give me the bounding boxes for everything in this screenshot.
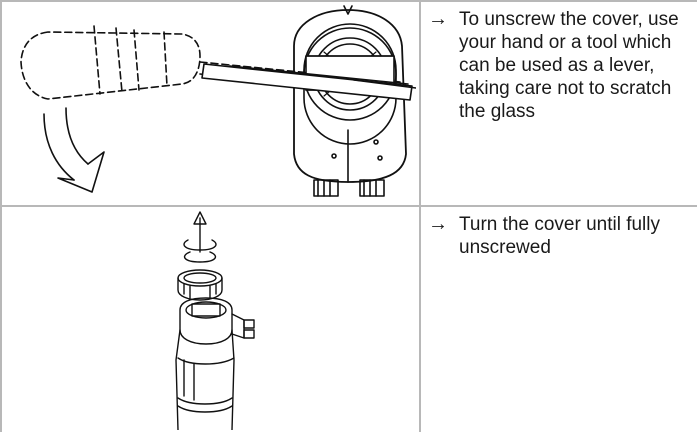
table-border-top (0, 0, 697, 2)
row-divider (0, 205, 697, 207)
column-divider (419, 0, 421, 432)
arrow-right-icon: → (428, 213, 448, 235)
cover-unscrewed-from-housing-illustration (175, 211, 255, 430)
step-instruction-2: → Turn the cover until fully unscrewed (428, 213, 694, 259)
table-border-left (0, 0, 2, 432)
step-instruction-1: → To unscrew the cover, use your hand or… (428, 8, 694, 123)
lever-tool-on-transmitter-cover-illustration (20, 5, 416, 197)
instruction-text: Turn the cover until fully unscrewed (459, 214, 660, 258)
instruction-text: To unscrew the cover, use your hand or a… (459, 9, 679, 122)
arrow-right-icon: → (428, 8, 448, 30)
